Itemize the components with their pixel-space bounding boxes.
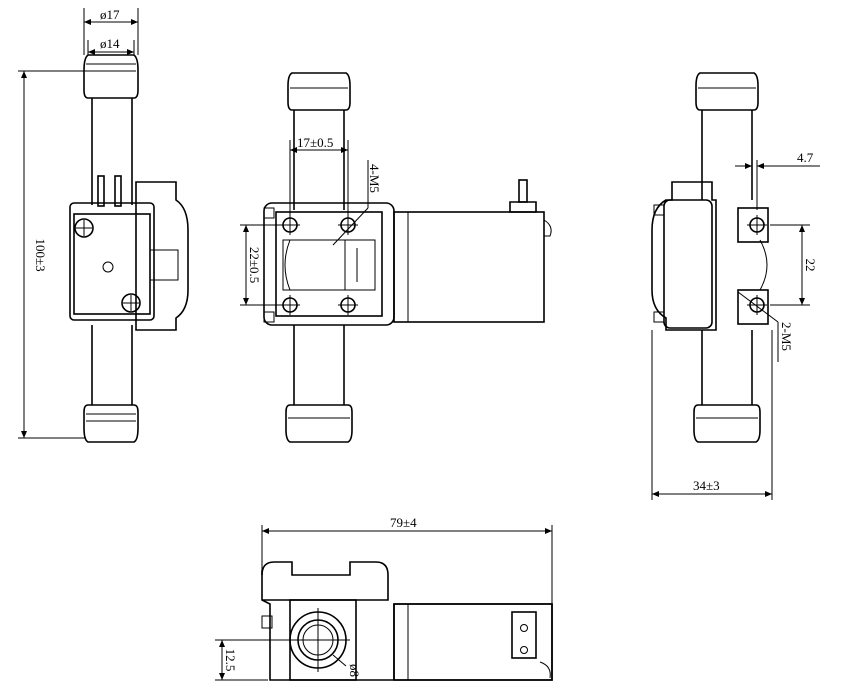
right-view: 4.7 22 2-M5 34±3 [651,72,820,500]
dim-width: 34±3 [693,478,720,493]
dim-overall-length: 79±4 [390,515,417,530]
dim-port-diameter: ø8 [347,664,362,677]
bottom-view: 79±4 12.5 ø8 [215,515,553,681]
dim-outer-diameter: ø17 [100,7,120,22]
label-mount-holes-2: 2-M5 [779,322,794,351]
dim-hole-spacing-v: 22±0.5 [247,247,262,283]
side-view: 17±0.5 22±0.5 4-M5 [240,72,552,443]
dim-inner-diameter: ø14 [100,36,120,51]
label-mount-holes-4: 4-M5 [367,164,382,193]
dim-center-height: 12.5 [223,649,238,672]
dim-hole-spacing-h: 17±0.5 [297,135,333,150]
dim-offset: 4.7 [797,150,814,165]
dim-length: 100±3 [33,238,48,271]
front-view: ø17 ø14 100±3 [18,7,189,443]
dim-hole-spacing: 22 [803,259,818,272]
